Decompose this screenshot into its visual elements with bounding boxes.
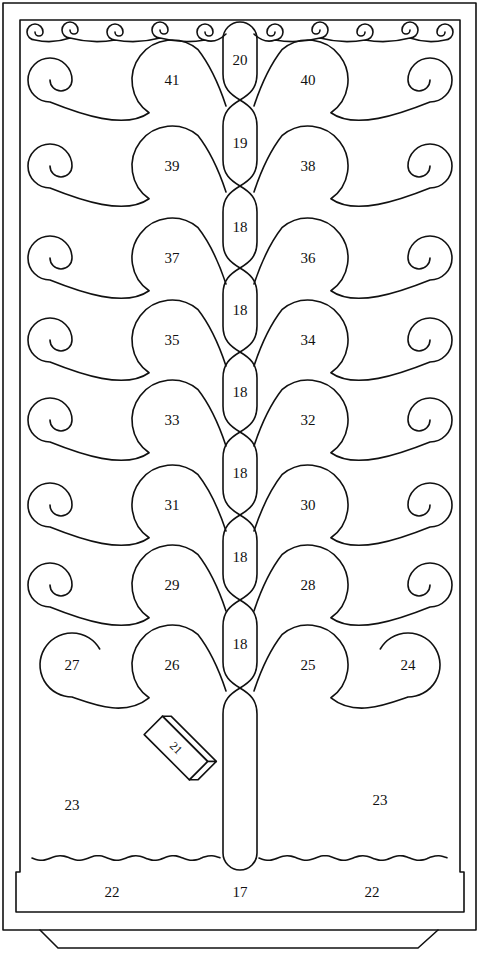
callout-number: 22 [105,885,120,900]
water-line [32,856,447,861]
scroll-arm [254,300,452,380]
callout-number: 41 [165,73,180,88]
scroll-arm [254,625,440,708]
callout-number: 20 [233,53,248,68]
callout-number: 29 [165,578,180,593]
column-link [223,600,257,688]
column-link [223,688,257,870]
callout-number: 17 [233,885,248,900]
column-link [223,432,257,515]
top-scroll [254,22,453,42]
block-top [163,712,217,766]
scroll-arm [28,465,226,545]
column-link [223,352,257,432]
callout-number: 21 [168,740,185,757]
callout-number: 22 [365,885,380,900]
scroll-arm [28,40,226,120]
scroll-arm [28,218,226,298]
callout-number: 24 [401,658,416,673]
callout-number: 28 [301,578,316,593]
scroll-arm [28,380,226,460]
frame-tab [40,930,438,948]
water-wave [259,856,447,861]
scroll-arm [254,40,452,120]
column-link [223,268,257,352]
callout-number: 18 [233,385,248,400]
callout-number: 40 [301,73,316,88]
right-scrolls [254,22,453,708]
callout-number: 18 [233,637,248,652]
block-side [189,757,216,784]
left-scrolls [27,22,226,708]
scroll-arm [28,300,226,380]
callout-number: 32 [301,413,316,428]
scroll-arm [254,218,452,298]
callout-number: 35 [165,333,180,348]
callout-number: 25 [301,658,316,673]
top-scroll [27,22,226,42]
callout-number: 23 [373,793,388,808]
scroll-arm [28,545,226,625]
central-column [223,22,257,870]
callout-number: 23 [65,798,80,813]
callout-number: 30 [301,498,316,513]
scroll-arm [28,126,226,206]
column-link [223,515,257,600]
callout-number: 18 [233,220,248,235]
column-link [223,186,257,268]
scroll-arm [254,545,452,625]
callout-number: 38 [301,159,316,174]
callout-number: 18 [233,303,248,318]
callout-number: 27 [65,658,80,673]
scroll-arm [40,625,226,708]
scroll-arm [254,465,452,545]
callout-number: 19 [233,136,248,151]
scroll-arm [254,380,452,460]
callout-number: 26 [165,658,180,673]
callout-number: 37 [165,251,180,266]
callout-number: 18 [233,550,248,565]
outer-frame [3,3,476,930]
scroll-arm [254,126,452,206]
callout-number: 31 [165,498,180,513]
callout-number: 39 [165,159,180,174]
column-link [223,100,257,186]
callout-number: 34 [301,333,316,348]
water-wave [32,856,220,861]
block-21 [144,712,216,784]
column-link [223,22,257,100]
callout-number: 33 [165,413,180,428]
callout-number: 18 [233,466,248,481]
inner-frame [16,20,464,912]
callout-number: 36 [301,251,316,266]
